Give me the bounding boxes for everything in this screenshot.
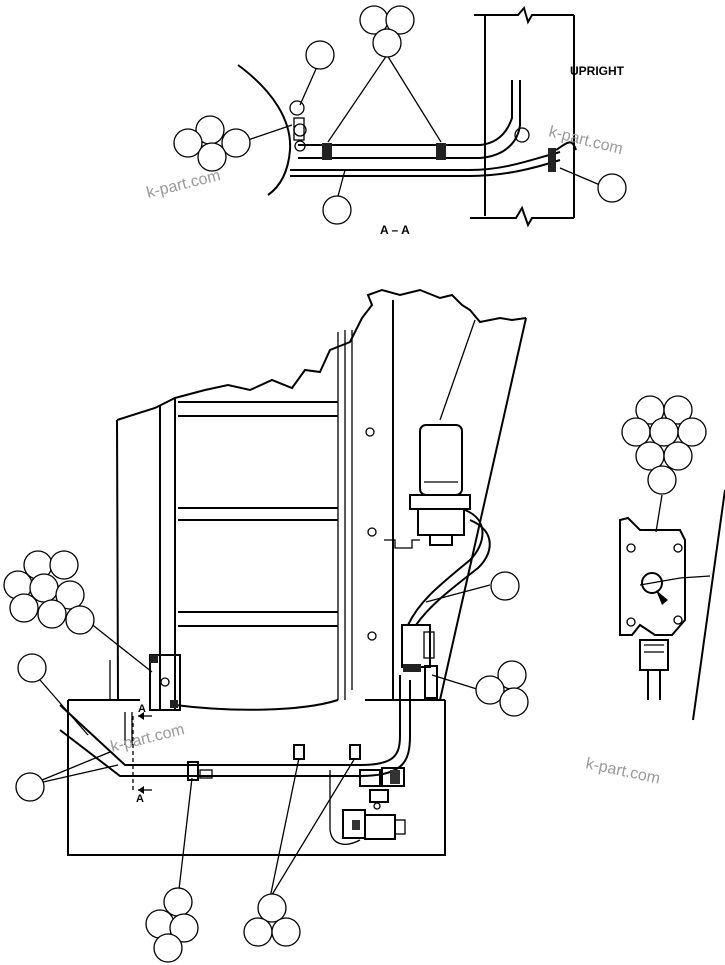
tube-clamp [293, 744, 305, 760]
mount-hole [367, 631, 377, 641]
tank-wall [237, 64, 292, 196]
leader-line [327, 54, 388, 143]
upright-column [470, 5, 575, 228]
callout [15, 772, 45, 802]
callout-group [475, 660, 529, 717]
tube-clamp [199, 769, 213, 779]
section-mark-lower: A [136, 793, 144, 805]
main-assembly: A A [3, 288, 529, 963]
filter-assembly [384, 319, 476, 549]
callout-group [3, 550, 95, 635]
leader-line [425, 584, 491, 603]
tube-clamp [349, 744, 361, 760]
tube-fitting [289, 100, 305, 116]
upright-label: UPRIGHT [570, 64, 625, 78]
tube-clamp [322, 143, 332, 160]
solenoid-valve [401, 624, 438, 699]
crossbars [174, 401, 339, 711]
switch-block [149, 654, 181, 711]
switch-knob [641, 572, 663, 594]
fitting-body [293, 117, 305, 141]
section-marker: A A [132, 703, 152, 805]
tube-clamp [187, 761, 199, 781]
leader-line [269, 757, 356, 899]
watermark: k-part.com [584, 755, 661, 787]
leader-line [655, 494, 663, 533]
watermark: k-part.com [145, 167, 222, 202]
upright-edge [692, 489, 725, 721]
section-label: A – A [380, 223, 410, 237]
leader-line [386, 54, 442, 143]
mounting-plate [619, 516, 686, 636]
section-mark-upper: A [138, 703, 146, 715]
leader-line [39, 679, 89, 736]
leader-line [29, 751, 111, 786]
leader-line [247, 124, 293, 141]
upright-frame [116, 288, 527, 701]
callout [322, 195, 352, 225]
leader-line [439, 319, 476, 421]
callout [597, 173, 627, 203]
callout-group [621, 395, 707, 495]
section-a-a-detail: UPRIGHT A – A [173, 5, 627, 237]
callout [17, 653, 47, 683]
tube-clamp [436, 143, 446, 160]
tank-body [67, 700, 446, 856]
switch-plate-detail [619, 395, 725, 721]
leader-line [177, 777, 193, 899]
mount-hole [367, 527, 377, 537]
leader-line [559, 167, 601, 186]
callout-group [359, 5, 415, 58]
callout-group [243, 893, 301, 947]
switch-body [639, 639, 669, 671]
callout [490, 571, 520, 601]
leader-line [431, 674, 481, 691]
leader-line [269, 757, 300, 899]
mount-hole [365, 427, 375, 437]
callout-group [173, 115, 251, 172]
upright-grommet [548, 148, 556, 172]
callout [305, 40, 335, 70]
valve-cluster [342, 767, 406, 840]
watermark: k-part.com [109, 721, 186, 756]
leader-line [336, 169, 346, 201]
leader-line [29, 764, 119, 786]
callout-group [145, 887, 199, 963]
elbow-fitting [514, 127, 530, 143]
tube-fitting [294, 140, 306, 152]
